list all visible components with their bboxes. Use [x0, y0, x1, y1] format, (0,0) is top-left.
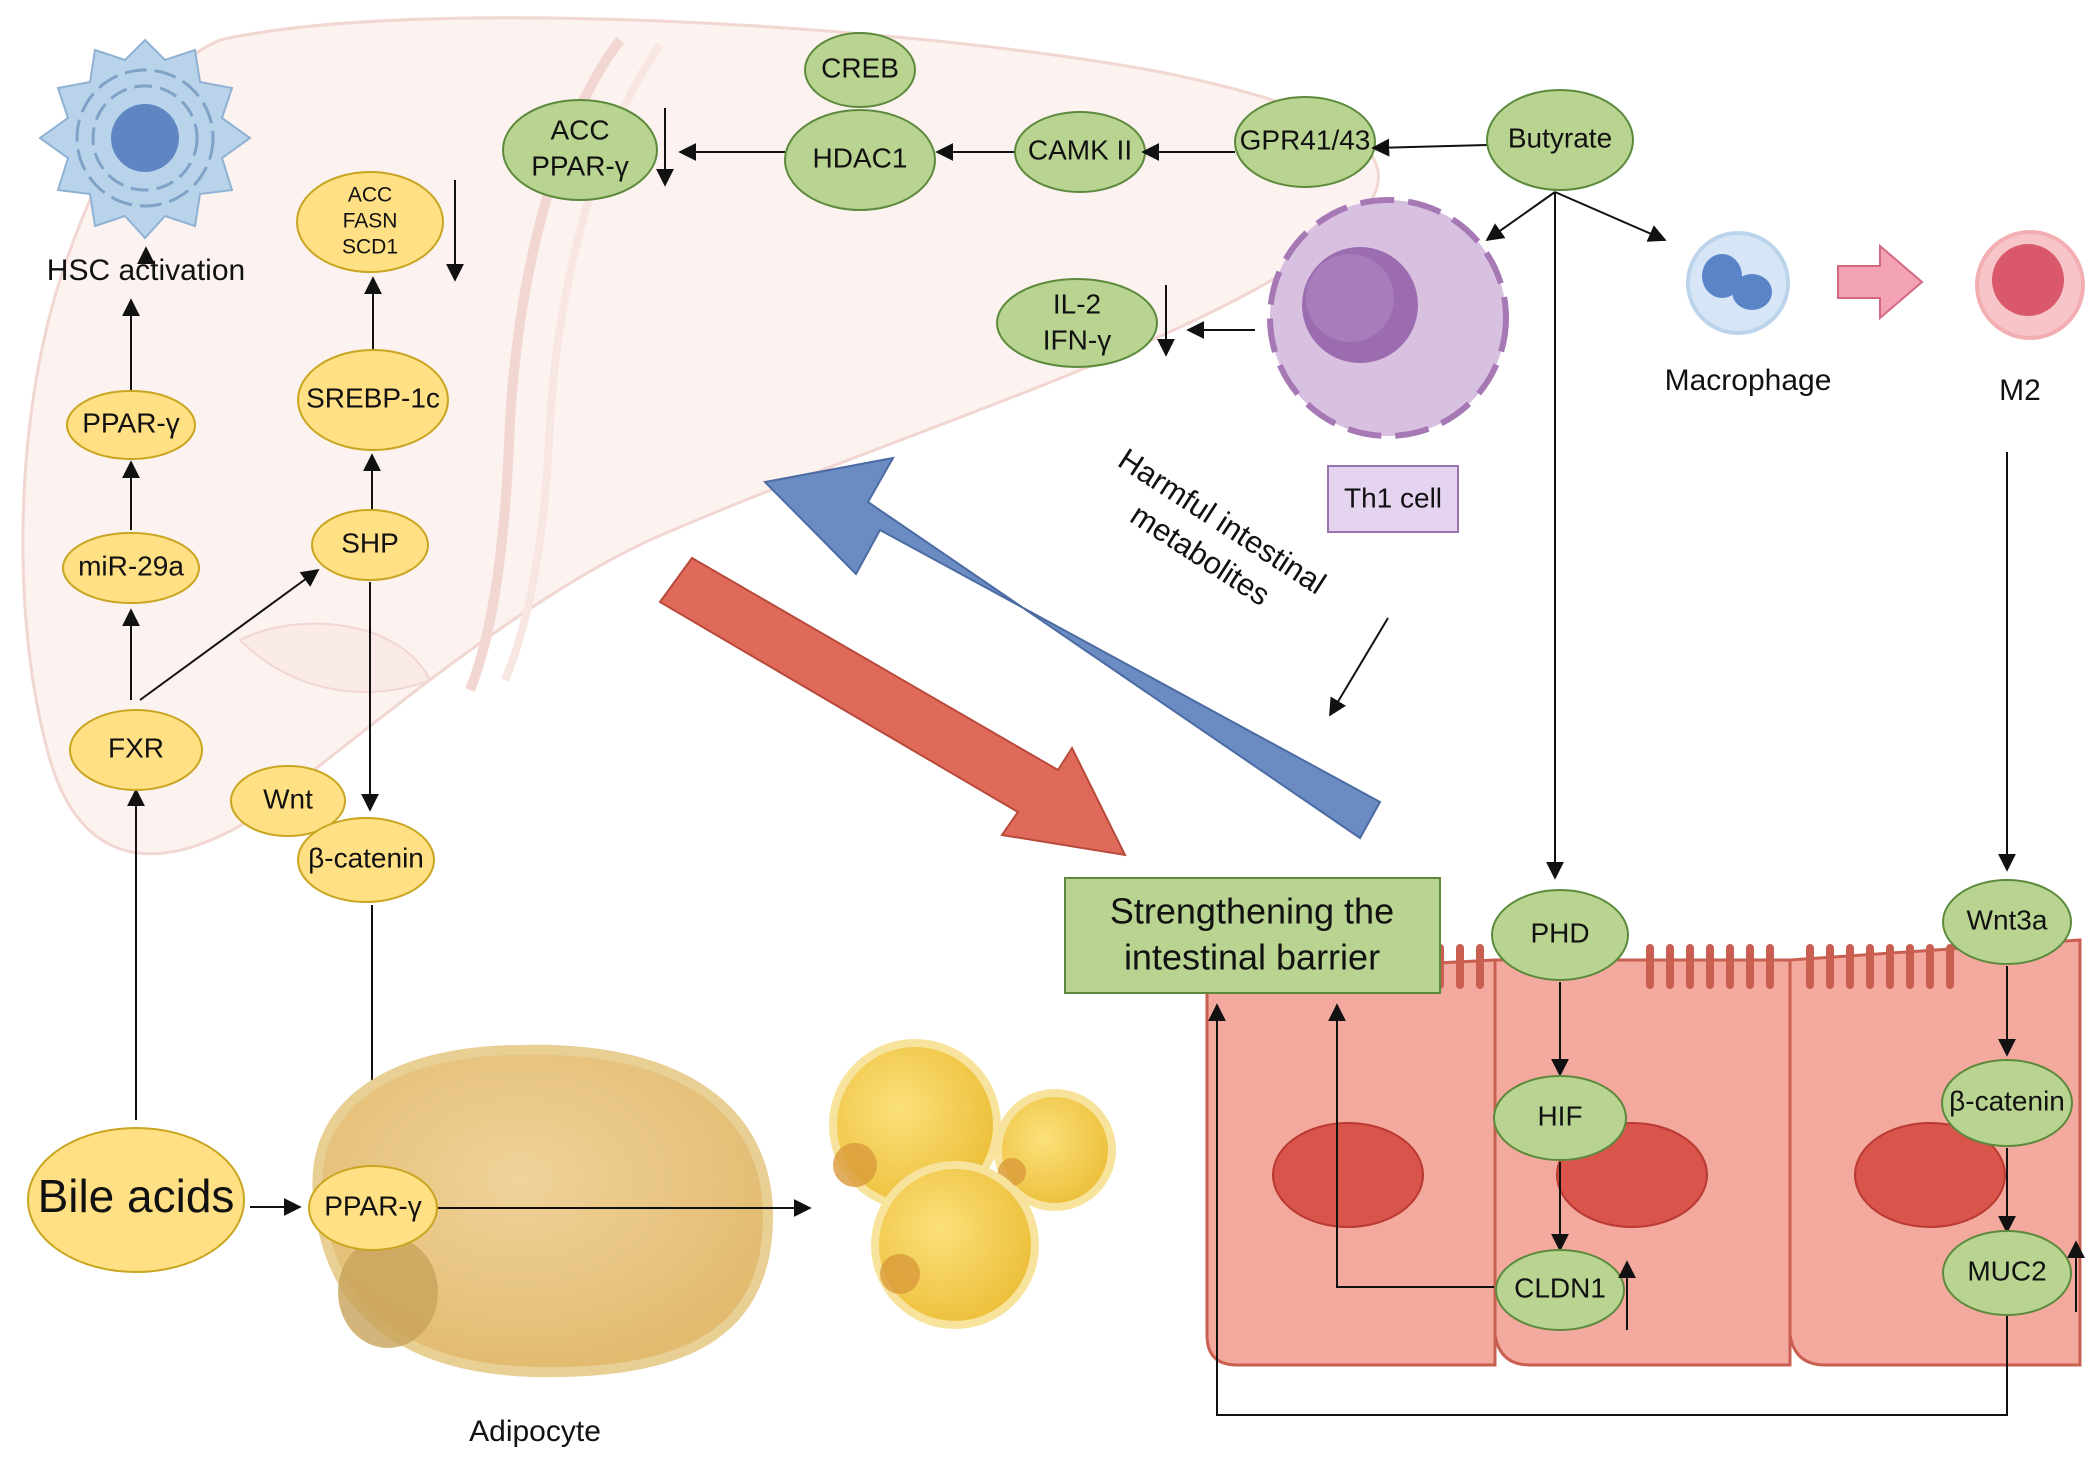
- m2-macrophage: [1975, 230, 2085, 340]
- gpr41-43-node: GPR41/43: [1234, 96, 1376, 188]
- beta-catenin-node: β-catenin: [297, 817, 435, 903]
- th1-cell: [1267, 197, 1509, 439]
- creb-label: CREB: [821, 52, 899, 83]
- scd1-gene-label: SCD1: [342, 236, 398, 259]
- acc-ppar-node: ACC PPAR-γ: [502, 99, 658, 201]
- hsc-activation-caption: HSC activation: [47, 254, 245, 287]
- gut-beta-catenin-node: β-catenin: [1941, 1059, 2073, 1147]
- shp-label: SHP: [341, 527, 399, 558]
- gpr41-43-label: GPR41/43: [1240, 124, 1371, 155]
- bile-acids-label: Bile acids: [38, 1170, 235, 1222]
- shp-node: SHP: [311, 509, 429, 581]
- small-adipocytes: [829, 1039, 1116, 1329]
- adipocyte-ppar-gamma-node: PPAR-γ: [308, 1165, 438, 1251]
- muc2-node: MUC2: [1942, 1230, 2072, 1316]
- adipocyte: [312, 1044, 774, 1378]
- mir-29a-node: miR-29a: [62, 532, 200, 604]
- cytokines-node: IL-2 IFN-γ: [996, 278, 1158, 368]
- adipocyte-caption: Adipocyte: [469, 1415, 601, 1448]
- hdac1-node: HDAC1: [784, 109, 936, 211]
- muc2-label: MUC2: [1967, 1255, 2046, 1286]
- adipocyte-ppar-gamma-label: PPAR-γ: [324, 1190, 422, 1221]
- il-2-label: IL-2: [1053, 288, 1101, 319]
- acc-gene-label: ACC: [348, 184, 392, 207]
- red-liver-to-gut-arrow: [658, 556, 1127, 857]
- wnt3a-node: Wnt3a: [1942, 879, 2072, 965]
- bile-acids-node: Bile acids: [27, 1127, 245, 1273]
- srebp-1c-label: SREBP-1c: [306, 382, 440, 413]
- butyrate-label: Butyrate: [1508, 122, 1612, 153]
- m2-caption: M2: [1999, 374, 2041, 407]
- hdac1-label: HDAC1: [813, 142, 908, 173]
- fxr-node: FXR: [69, 709, 203, 791]
- barrier-text-line-2: intestinal barrier: [1124, 937, 1380, 978]
- barrier-box: Strengthening the intestinal barrier: [1064, 877, 1441, 994]
- blue-gut-to-liver-arrow: [762, 456, 1382, 840]
- beta-catenin-label: β-catenin: [308, 842, 424, 873]
- th1-cell-label: Th1 cell: [1344, 482, 1442, 513]
- wnt3a-label: Wnt3a: [1967, 904, 2048, 935]
- hepatic-stellate-cell: [38, 38, 252, 240]
- camk2-node: CAMK II: [1014, 111, 1146, 193]
- phd-node: PHD: [1491, 889, 1629, 981]
- phd-label: PHD: [1530, 917, 1589, 948]
- srebp-1c-node: SREBP-1c: [297, 349, 449, 451]
- th1-cell-box: Th1 cell: [1327, 465, 1459, 533]
- camk2-label: CAMK II: [1028, 134, 1132, 165]
- gut-beta-catenin-label: β-catenin: [1949, 1085, 2065, 1116]
- polarization-arrow: [1837, 243, 1924, 321]
- lipogenic-genes-node: ACC FASN SCD1: [296, 171, 444, 273]
- butyrate-node: Butyrate: [1486, 89, 1634, 191]
- acc-ppar-gamma-label: PPAR-γ: [531, 150, 629, 181]
- mir-29a-label: miR-29a: [78, 550, 184, 581]
- hif-label: HIF: [1537, 1100, 1582, 1131]
- cldn1-label: CLDN1: [1514, 1272, 1606, 1303]
- macrophage: [1686, 231, 1790, 335]
- barrier-text-line-1: Strengthening the: [1110, 891, 1394, 932]
- ppar-gamma-label: PPAR-γ: [82, 407, 180, 438]
- creb-node: CREB: [804, 32, 916, 108]
- cldn1-node: CLDN1: [1495, 1249, 1625, 1331]
- harmful-metabolites-text: Harmful intestinal metabolites: [1112, 441, 1332, 612]
- ifn-gamma-label: IFN-γ: [1043, 324, 1111, 355]
- wnt-label: Wnt: [263, 783, 313, 814]
- wnt-node: Wnt: [230, 765, 346, 837]
- ppar-gamma-node: PPAR-γ: [66, 390, 196, 460]
- fasn-gene-label: FASN: [343, 210, 398, 233]
- fxr-label: FXR: [108, 732, 164, 763]
- hif-node: HIF: [1493, 1075, 1627, 1161]
- macrophage-caption: Macrophage: [1665, 364, 1832, 397]
- acc-label: ACC: [550, 114, 609, 145]
